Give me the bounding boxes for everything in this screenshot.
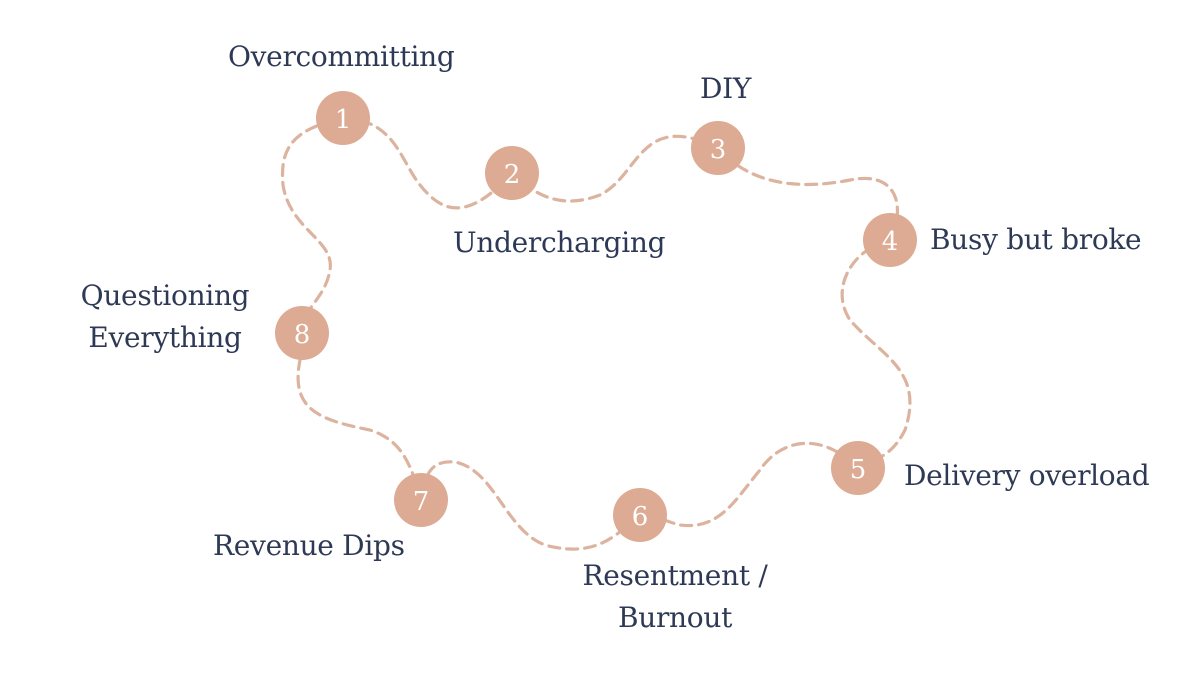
step-label-8-line2: Everything (88, 321, 242, 354)
step-label-8-line1: Questioning (80, 279, 250, 312)
step-number-7: 7 (413, 487, 430, 517)
step-label-6-line1: Resentment / (582, 559, 768, 592)
step-label-6-line2: Burnout (617, 601, 733, 634)
step-label-4: Busy but broke (930, 223, 1142, 256)
step-number-5: 5 (850, 455, 867, 485)
step-node-4: 4 (863, 213, 917, 267)
step-node-1: 1 (316, 91, 370, 145)
step-label-6: Resentment / Burnout (560, 555, 790, 639)
step-node-8: 8 (275, 306, 329, 360)
step-label-8: Questioning Everything (60, 275, 270, 359)
step-number-8: 8 (294, 320, 311, 350)
step-node-6: 6 (613, 488, 667, 542)
step-number-2: 2 (504, 160, 521, 190)
step-label-5: Delivery overload (904, 459, 1150, 492)
step-number-4: 4 (882, 227, 899, 257)
step-node-7: 7 (394, 473, 448, 527)
step-node-5: 5 (831, 441, 885, 495)
dashed-loop-path (280, 116, 912, 551)
step-label-2: Undercharging (453, 226, 666, 259)
step-node-2: 2 (485, 146, 539, 200)
step-node-3: 3 (691, 121, 745, 175)
step-label-3: DIY (700, 72, 752, 105)
step-number-1: 1 (335, 105, 352, 135)
step-label-1: Overcommitting (228, 40, 455, 73)
step-label-7: Revenue Dips (213, 529, 405, 562)
step-number-3: 3 (710, 135, 727, 165)
step-number-6: 6 (632, 502, 649, 532)
